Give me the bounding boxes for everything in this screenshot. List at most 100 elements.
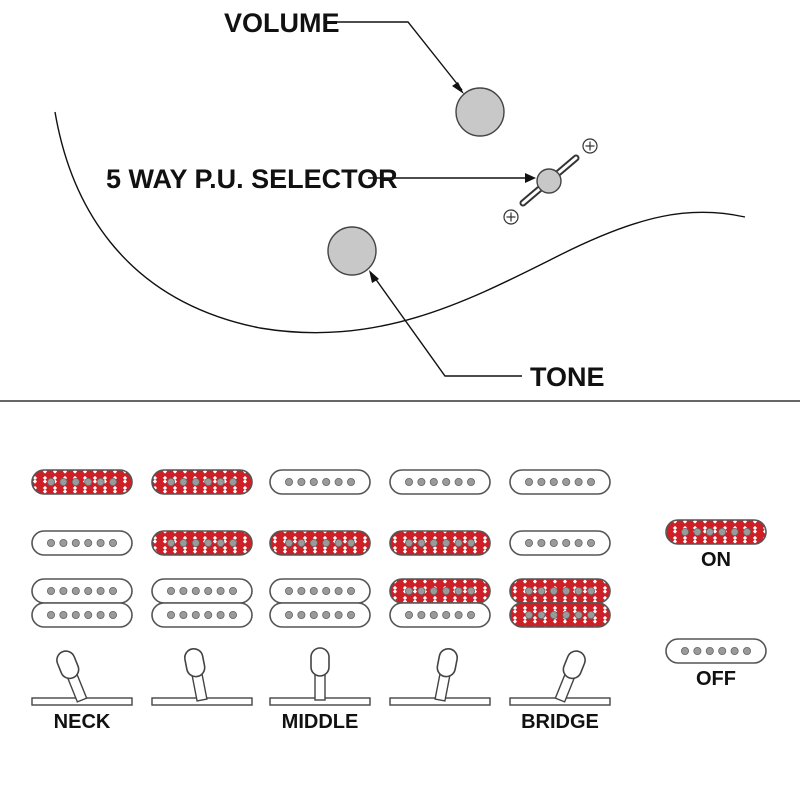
pole-piece xyxy=(442,539,451,548)
selector-label: 5 WAY P.U. SELECTOR xyxy=(106,164,398,194)
bridge-pickup-lower-coil xyxy=(269,602,371,628)
pole-piece xyxy=(309,539,318,548)
pole-piece xyxy=(562,587,571,596)
pole-piece xyxy=(297,477,306,486)
pole-piece xyxy=(587,539,596,548)
pole-piece xyxy=(71,539,80,548)
pole-piece xyxy=(562,611,571,620)
bridge-label: BRIDGE xyxy=(521,711,599,733)
pole-piece xyxy=(404,477,413,486)
neck-pickup xyxy=(151,469,253,495)
pole-piece xyxy=(284,611,293,620)
selector-lever-neck-middle xyxy=(151,647,253,706)
pole-piece xyxy=(525,539,534,548)
selector-knob[interactable] xyxy=(536,168,562,194)
pole-piece xyxy=(346,539,355,548)
pole-piece xyxy=(71,477,80,486)
pole-piece xyxy=(730,647,739,656)
pole-piece xyxy=(417,539,426,548)
legend-on-label: ON xyxy=(701,549,731,571)
pole-piece xyxy=(442,611,451,620)
pole-piece xyxy=(549,539,558,548)
pole-piece xyxy=(466,539,475,548)
pole-piece xyxy=(228,587,237,596)
bridge-pickup-lower-coil xyxy=(151,602,253,628)
middle-pickup xyxy=(151,530,253,556)
position-5 xyxy=(509,469,611,706)
pole-piece xyxy=(574,477,583,486)
pole-piece xyxy=(204,587,213,596)
pole-piece xyxy=(166,587,175,596)
pole-piece xyxy=(743,528,752,537)
pole-piece xyxy=(297,611,306,620)
pole-piece xyxy=(47,477,56,486)
pole-piece xyxy=(216,587,225,596)
pole-piece xyxy=(537,611,546,620)
pole-piece xyxy=(109,477,118,486)
neck-pickup xyxy=(389,469,491,495)
pole-piece xyxy=(84,539,93,548)
volume-knob[interactable] xyxy=(455,87,505,137)
pole-piece xyxy=(693,647,702,656)
pole-piece xyxy=(429,587,438,596)
pole-piece xyxy=(71,611,80,620)
position-3 xyxy=(269,469,371,706)
bridge-pickup-upper-coil xyxy=(269,578,371,604)
pole-piece xyxy=(179,611,188,620)
pole-piece xyxy=(204,539,213,548)
pole-piece xyxy=(228,477,237,486)
pole-piece xyxy=(297,539,306,548)
bridge-pickup-upper-coil xyxy=(509,578,611,604)
pole-piece xyxy=(442,477,451,486)
pole-piece xyxy=(284,587,293,596)
pole-piece xyxy=(96,477,105,486)
pickup-selector-switch[interactable] xyxy=(503,138,598,225)
pole-piece xyxy=(417,477,426,486)
pole-piece xyxy=(334,477,343,486)
legend-off-pickup xyxy=(665,638,767,664)
selector-lever-middle xyxy=(269,647,371,706)
arrow-icon xyxy=(525,173,536,183)
bridge-pickup-upper-coil xyxy=(389,578,491,604)
arrow-icon xyxy=(452,82,464,94)
pole-piece xyxy=(693,528,702,537)
pole-piece xyxy=(179,539,188,548)
selector-lever-middle-bridge xyxy=(389,647,491,706)
pole-piece xyxy=(454,539,463,548)
pole-piece xyxy=(84,477,93,486)
pole-piece xyxy=(191,587,200,596)
pole-piece xyxy=(681,647,690,656)
tone-knob[interactable] xyxy=(327,226,377,276)
pole-piece xyxy=(705,647,714,656)
middle-pickup xyxy=(389,530,491,556)
pole-piece xyxy=(429,477,438,486)
neck-label: NECK xyxy=(54,711,111,733)
control-layout: VOLUME 5 WAY P.U. SELECTOR TONE xyxy=(54,8,746,392)
pole-piece xyxy=(191,539,200,548)
pole-piece xyxy=(525,587,534,596)
pole-piece xyxy=(96,587,105,596)
pole-piece xyxy=(166,477,175,486)
pole-piece xyxy=(730,528,739,537)
legend xyxy=(665,519,767,664)
pole-piece xyxy=(537,539,546,548)
bridge-pickup-upper-coil xyxy=(151,578,253,604)
pole-piece xyxy=(346,587,355,596)
pole-piece xyxy=(191,611,200,620)
pole-piece xyxy=(404,587,413,596)
tone-leader-line xyxy=(371,273,522,377)
pole-piece xyxy=(346,611,355,620)
pole-piece xyxy=(587,587,596,596)
position-1 xyxy=(31,469,133,706)
pole-piece xyxy=(284,477,293,486)
pole-piece xyxy=(71,587,80,596)
pole-piece xyxy=(562,539,571,548)
pole-piece xyxy=(417,611,426,620)
pole-piece xyxy=(297,587,306,596)
plus-icon xyxy=(582,138,598,154)
pole-piece xyxy=(442,587,451,596)
bridge-pickup-lower-coil xyxy=(31,602,133,628)
pole-piece xyxy=(284,539,293,548)
selector-lever-bridge xyxy=(509,650,611,706)
pole-piece xyxy=(454,587,463,596)
